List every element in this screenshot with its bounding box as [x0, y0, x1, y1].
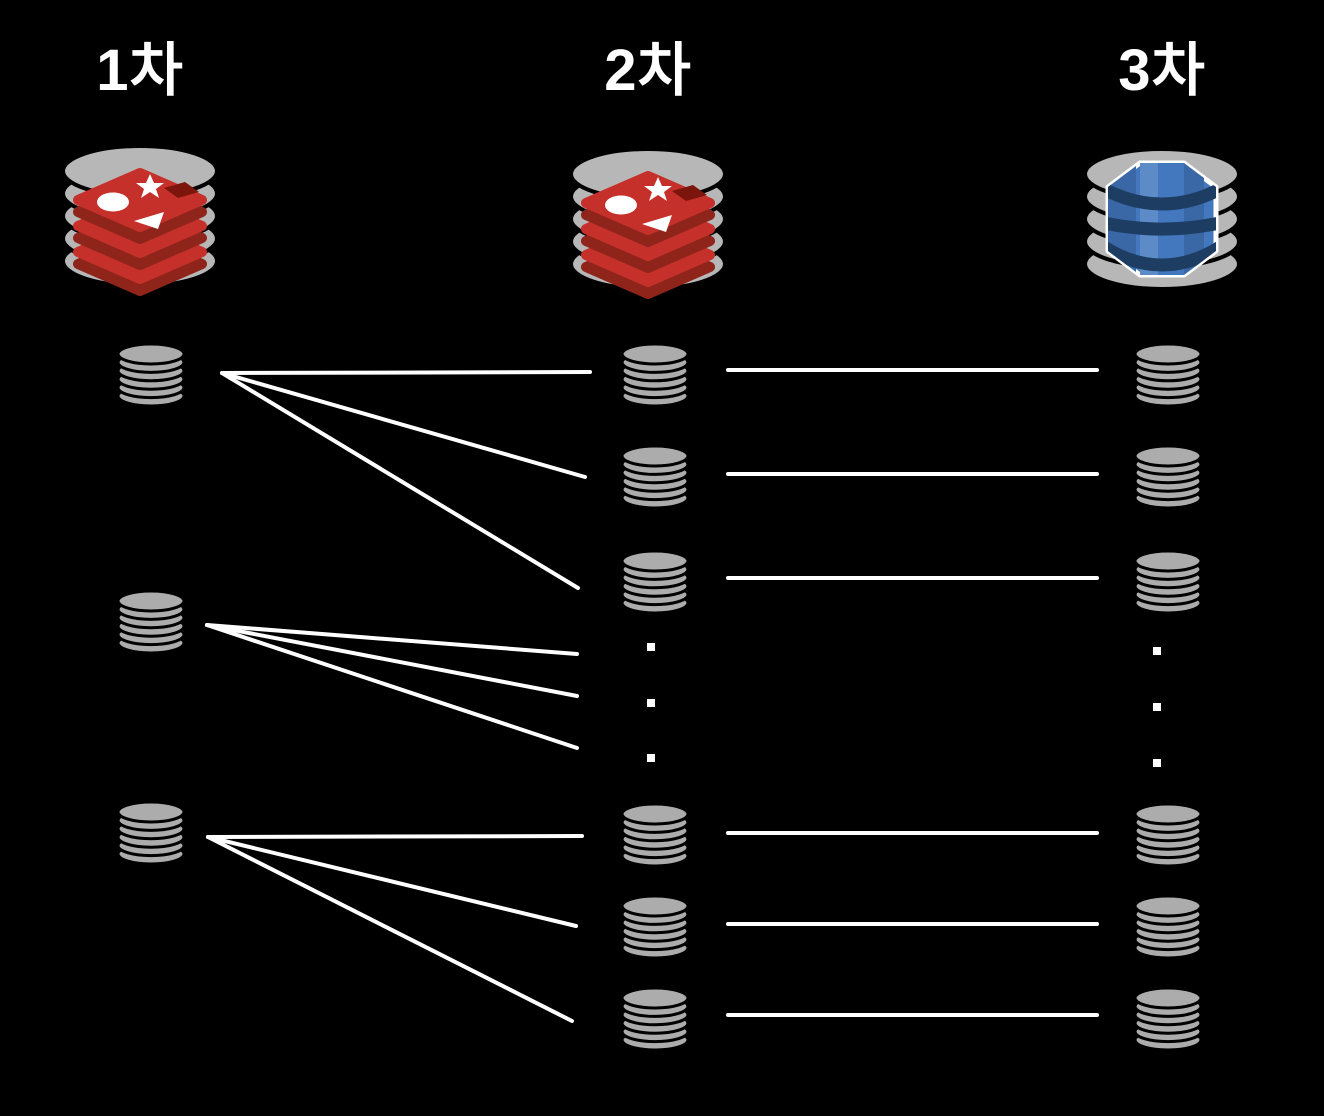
connection-line [205, 623, 579, 656]
redis-icon [63, 146, 217, 291]
tier-icons [63, 146, 1239, 294]
connection-line [220, 371, 587, 479]
connection-line [220, 371, 580, 590]
db-shard-cylinder-tier-2 [620, 986, 690, 1052]
db-shard-cylinder-tier-1 [116, 342, 186, 408]
db-shard-cylinder-tier-3 [1133, 894, 1203, 960]
db-shard-cylinder-tier-1 [116, 800, 186, 866]
ellipsis-dot [1153, 703, 1161, 711]
tier-3-label: 3차 [1118, 38, 1206, 103]
db-shard-cylinder-tier-3 [1133, 549, 1203, 615]
shard-nodes [116, 342, 1203, 1052]
db-shard-cylinder-tier-3 [1133, 802, 1203, 868]
db-shard-cylinder-tier-2 [620, 444, 690, 510]
ellipsis-dots [647, 643, 1161, 767]
connection-lines [205, 368, 1099, 1023]
ellipsis-dot [647, 643, 655, 651]
db-shard-cylinder-tier-3 [1133, 342, 1203, 408]
connection-line [206, 835, 574, 1023]
tier-1-label: 1차 [96, 38, 184, 103]
tier-2-label: 2차 [604, 38, 692, 103]
db-shard-cylinder-tier-2 [620, 894, 690, 960]
db-shard-cylinder-tier-2 [620, 549, 690, 615]
redis-icon [571, 149, 725, 294]
db-shard-cylinder-tier-1 [116, 589, 186, 655]
dynamodb-icon [1085, 149, 1239, 289]
ellipsis-dot [647, 699, 655, 707]
db-shard-cylinder-tier-3 [1133, 986, 1203, 1052]
db-shard-cylinder-tier-2 [620, 802, 690, 868]
connection-line [206, 835, 578, 928]
db-shard-cylinder-tier-3 [1133, 444, 1203, 510]
ellipsis-dot [1153, 647, 1161, 655]
ellipsis-dot [647, 754, 655, 762]
connection-line [220, 370, 592, 375]
connection-line [205, 623, 579, 750]
db-shard-cylinder-tier-2 [620, 342, 690, 408]
ellipsis-dot [1153, 759, 1161, 767]
connection-line [206, 834, 584, 839]
connection-line [205, 623, 579, 698]
